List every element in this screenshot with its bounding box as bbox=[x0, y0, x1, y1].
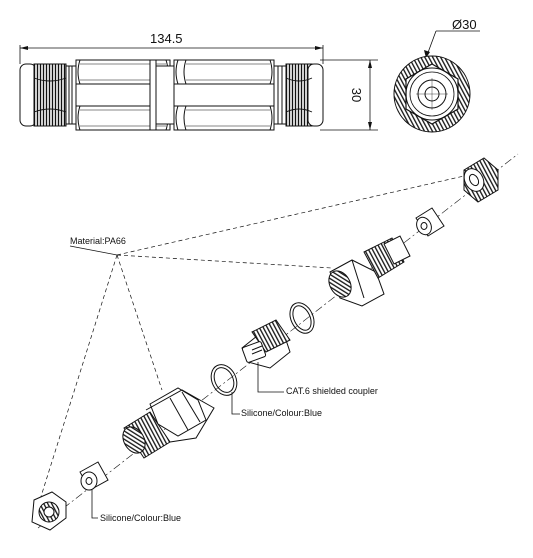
length-label: 134.5 bbox=[150, 31, 183, 46]
right-housing bbox=[328, 235, 411, 307]
upper-seal-ring bbox=[289, 302, 315, 334]
material-leaders bbox=[37, 175, 465, 507]
callout-leaders bbox=[91, 362, 284, 519]
height-label: 30 bbox=[349, 88, 364, 102]
coupler-label: CAT.6 shielded coupler bbox=[286, 386, 378, 396]
top-end-cap bbox=[463, 157, 499, 203]
cat6-coupler bbox=[241, 319, 291, 369]
top-seal-insert bbox=[415, 207, 445, 237]
right-body bbox=[173, 59, 287, 131]
side-view bbox=[19, 45, 378, 131]
bottom-nut bbox=[31, 491, 67, 531]
material-label: Material:PA66 bbox=[70, 236, 126, 246]
length-dimension bbox=[19, 45, 324, 64]
diameter-label: Ø30 bbox=[452, 17, 477, 32]
seal-ring-label: Silicone/Colour:Blue bbox=[241, 408, 322, 418]
bottom-seal-insert bbox=[79, 461, 109, 491]
left-end-cap bbox=[19, 63, 67, 127]
left-body bbox=[65, 59, 175, 131]
seal-insert-label: Silicone/Colour:Blue bbox=[100, 513, 181, 523]
end-view bbox=[393, 30, 480, 133]
lower-seal-ring bbox=[210, 364, 238, 396]
height-dimension bbox=[320, 59, 378, 131]
left-housing bbox=[122, 387, 215, 459]
right-end-cap bbox=[285, 63, 324, 127]
